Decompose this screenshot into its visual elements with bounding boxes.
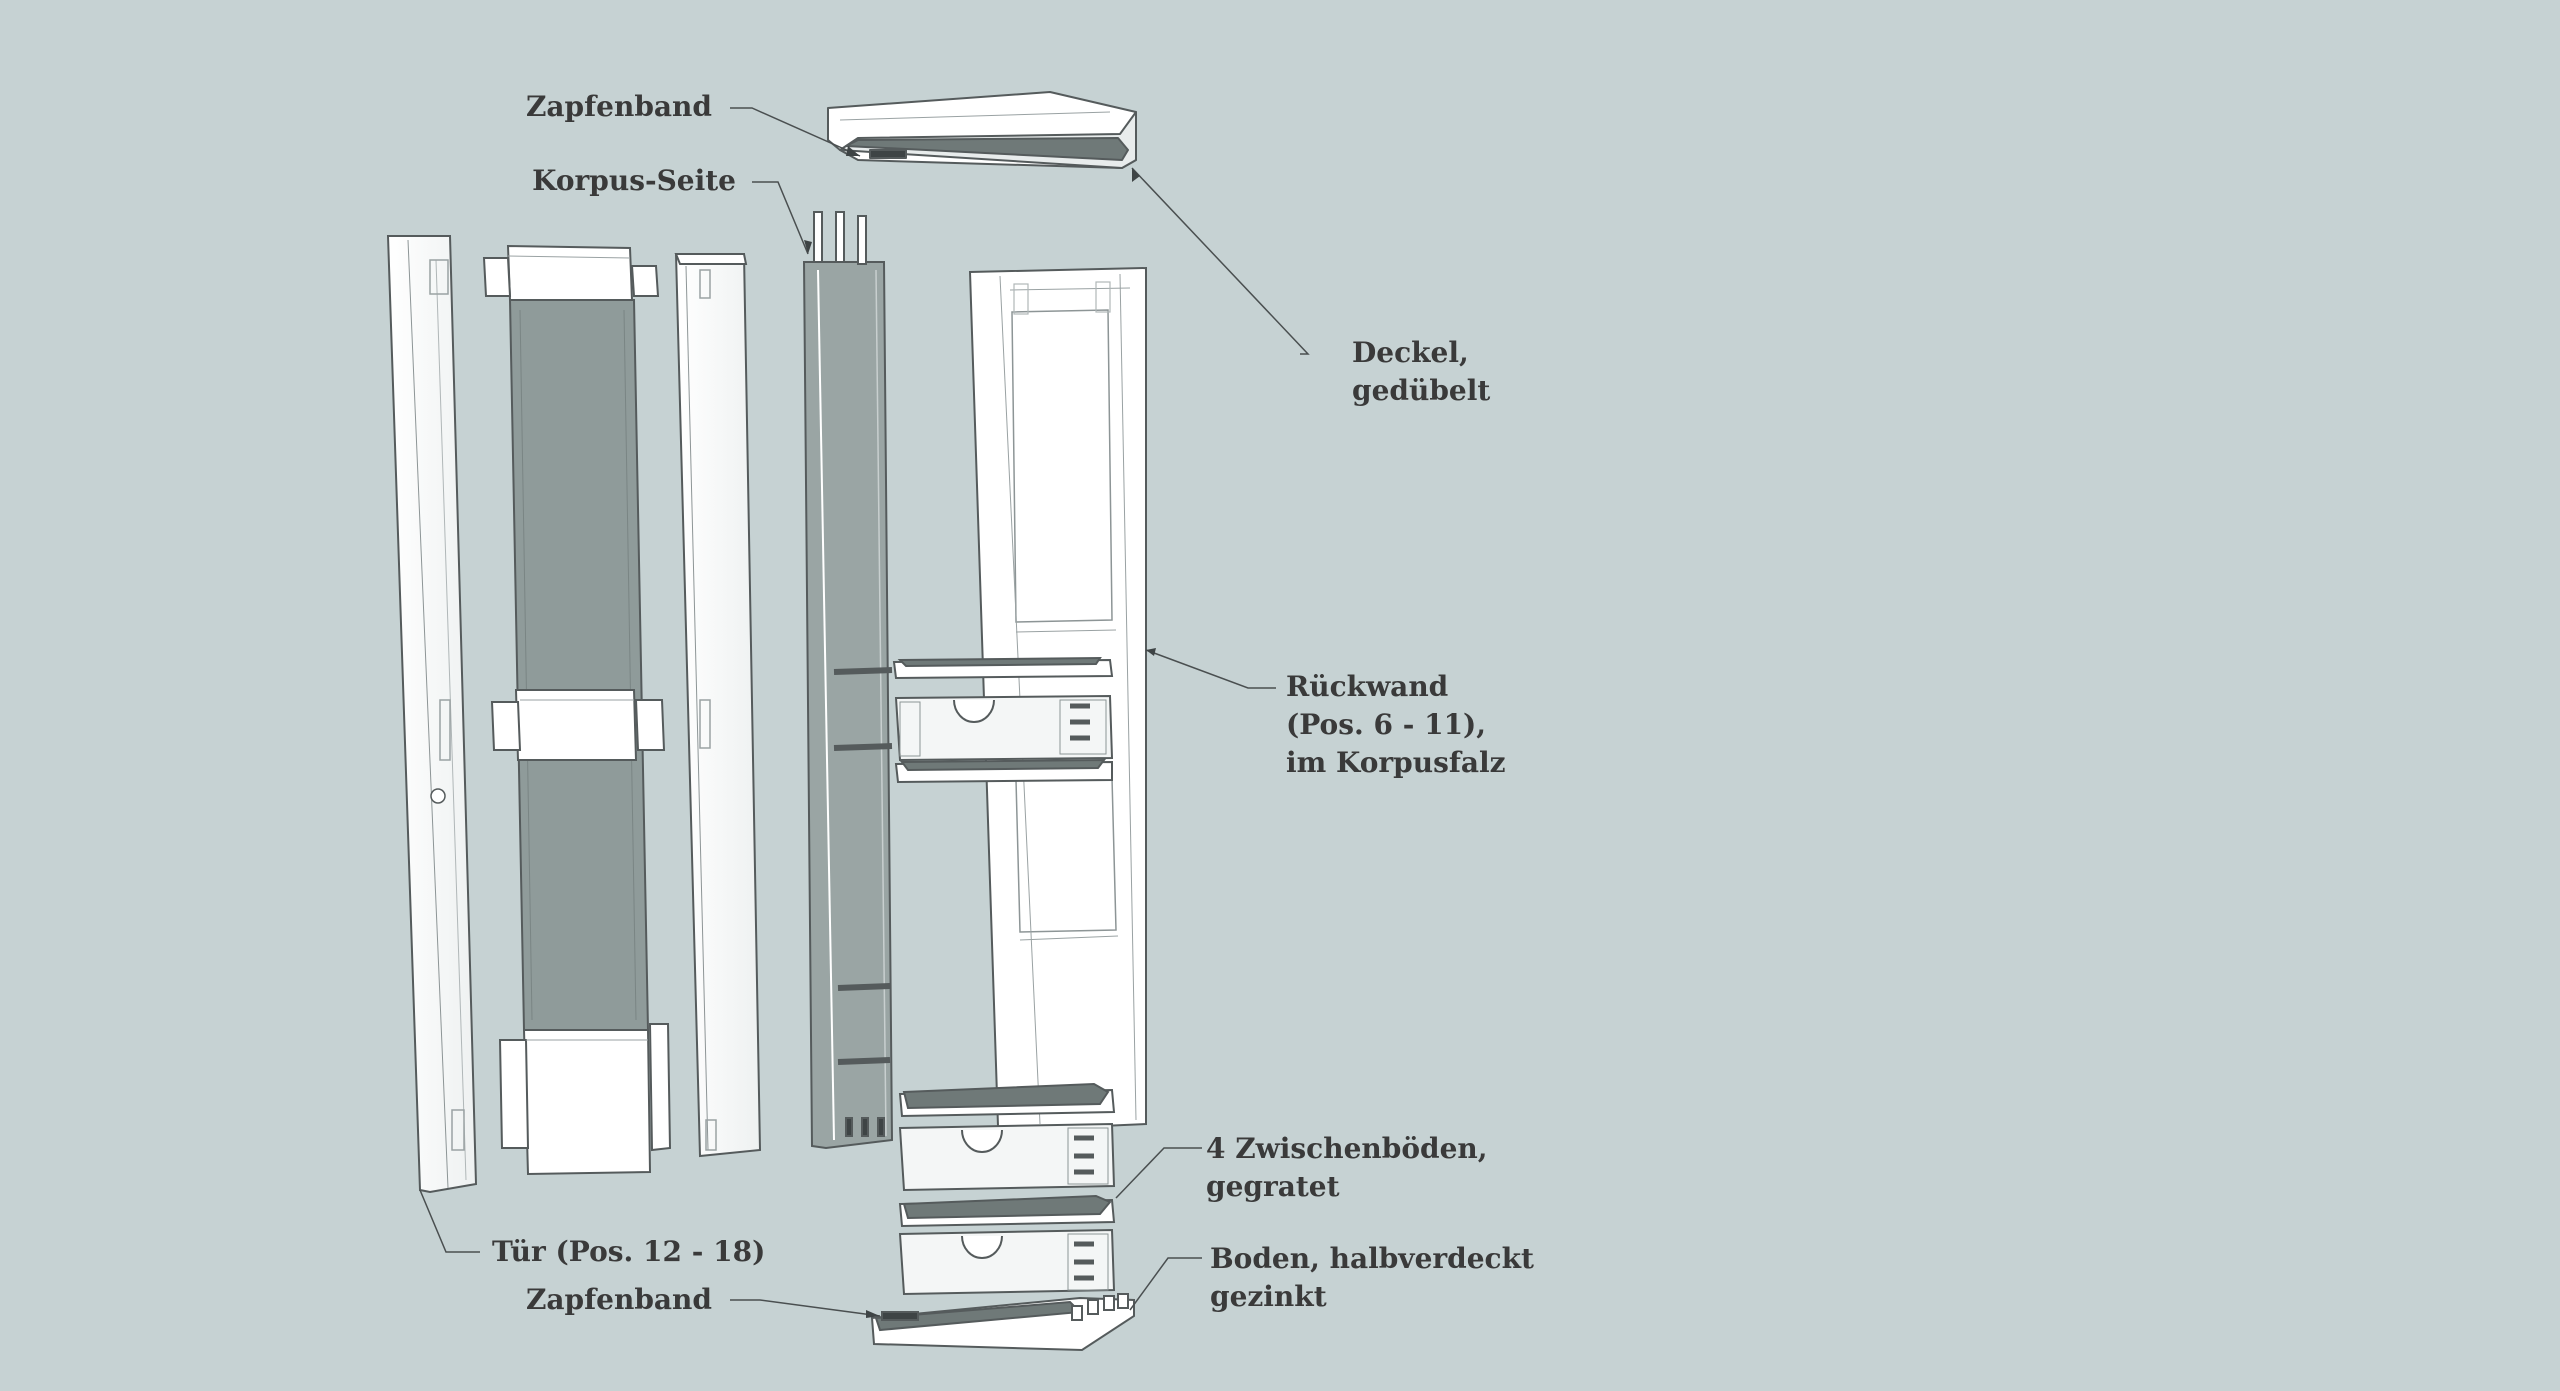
leader-deckel bbox=[1131, 167, 1310, 355]
label-boden: Boden, halbverdeckt gezinkt bbox=[1210, 1240, 1534, 1316]
dowel-1 bbox=[813, 211, 823, 263]
door-panel bbox=[482, 244, 672, 1176]
label-zwischenboeden-line-1: 4 Zwischenböden, bbox=[1206, 1132, 1488, 1165]
label-boden-line-2: gezinkt bbox=[1210, 1280, 1327, 1313]
korpus-seite-panel bbox=[802, 211, 894, 1150]
leader-zapfenband-top bbox=[730, 107, 861, 157]
dowel-3 bbox=[857, 215, 867, 265]
keyhole-icon bbox=[430, 788, 446, 804]
dowel-2 bbox=[835, 211, 845, 263]
label-tuer: Tür (Pos. 12 - 18) bbox=[492, 1235, 766, 1268]
door-stile-left bbox=[386, 235, 478, 1194]
label-zapfenband-top: Zapfenband bbox=[525, 90, 712, 123]
zapfenband-top-part bbox=[869, 149, 907, 159]
leader-arrowheads bbox=[804, 146, 1156, 1318]
shelf-group-lower bbox=[898, 1082, 1116, 1296]
door-stile-right bbox=[674, 253, 762, 1158]
leader-zwischenboeden bbox=[1115, 1147, 1202, 1199]
deckel-lid bbox=[827, 91, 1137, 169]
label-rueckwand-line-2: (Pos. 6 - 11), bbox=[1286, 708, 1487, 741]
boden-bottom bbox=[870, 1293, 1135, 1352]
label-boden-line-1: Boden, halbverdeckt bbox=[1210, 1242, 1534, 1275]
label-zwischenboeden: 4 Zwischenböden, gegratet bbox=[1206, 1130, 1488, 1206]
shelf-group-upper bbox=[892, 656, 1114, 784]
leader-korpus-seite bbox=[752, 181, 809, 255]
zapfenband-bottom-part bbox=[881, 1311, 919, 1321]
leader-boden bbox=[1129, 1257, 1202, 1311]
leader-lines bbox=[419, 107, 1310, 1317]
label-deckel-line-1: Deckel, bbox=[1352, 336, 1469, 369]
label-korpus-seite: Korpus-Seite bbox=[532, 164, 736, 197]
label-zapfenband-bottom: Zapfenband bbox=[525, 1283, 712, 1316]
label-deckel-line-2: gedübelt bbox=[1352, 374, 1491, 407]
label-rueckwand-line-3: im Korpusfalz bbox=[1286, 746, 1506, 779]
leader-rueckwand bbox=[1145, 649, 1276, 689]
leader-tuer bbox=[419, 1189, 480, 1253]
label-deckel: Deckel, gedübelt bbox=[1352, 334, 1490, 410]
label-zwischenboeden-line-2: gegratet bbox=[1206, 1170, 1340, 1203]
label-rueckwand-line-1: Rückwand bbox=[1286, 670, 1449, 703]
leader-zapfenband-bottom bbox=[730, 1299, 881, 1317]
label-rueckwand: Rückwand (Pos. 6 - 11), im Korpusfalz bbox=[1286, 668, 1506, 782]
